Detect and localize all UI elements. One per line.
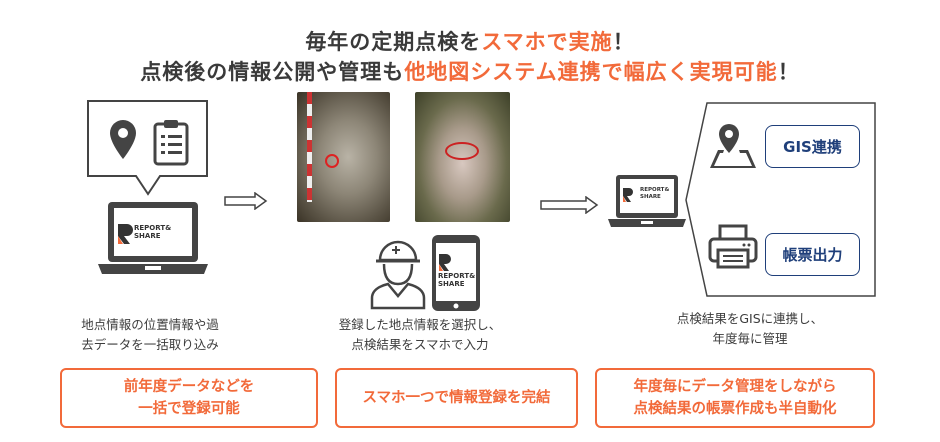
inspection-photo-1 xyxy=(297,92,390,222)
brand-logo: REPORT&SHARE xyxy=(134,224,172,240)
step3-highlight-box: 年度毎にデータ管理をしながら点検結果の帳票作成も半自動化 xyxy=(595,368,875,428)
location-pin-icon xyxy=(110,120,136,159)
brand-logo: REPORT&SHARE xyxy=(640,187,670,200)
step1-caption: 地点情報の位置情報や過去データを一括取り込み xyxy=(81,317,219,352)
inspection-photo-2 xyxy=(415,92,510,222)
step3-caption: 点検結果をGISに連携し、年度毎に管理 xyxy=(676,311,824,346)
report-output-label: 帳票出力 xyxy=(765,233,860,276)
gis-integration-label: GIS連携 xyxy=(765,125,860,168)
step2-caption: 登録した地点情報を選択し、点検結果をスマホで入力 xyxy=(338,317,502,352)
map-pin-icon xyxy=(710,124,756,168)
title-line-2: 点検後の情報公開や管理も他地図システム連携で幅広く実現可能！ xyxy=(0,56,940,86)
worker-icon xyxy=(370,240,426,310)
arrow-right-icon xyxy=(540,196,599,214)
title-text: ！ xyxy=(777,60,800,84)
smartphone-icon xyxy=(432,235,480,311)
step1-highlight-box: 前年度データなどを一括で登録可能 xyxy=(60,368,318,428)
title-line-1: 毎年の定期点検をスマホで実施！ xyxy=(0,26,940,56)
step2-highlight-box: スマホ一つで情報登録を完結 xyxy=(335,368,578,428)
laptop-icon xyxy=(608,175,686,227)
brand-logo: REPORT&SHARE xyxy=(438,272,476,288)
title-highlight: スマホで実施 xyxy=(481,30,613,54)
laptop-icon xyxy=(98,202,208,274)
title-text: ！ xyxy=(612,30,635,54)
clipboard-icon xyxy=(153,120,189,166)
import-bubble xyxy=(87,100,208,196)
printer-icon xyxy=(708,224,758,269)
title-text: 毎年の定期点検を xyxy=(305,30,482,54)
arrow-right-icon xyxy=(224,192,268,210)
title-highlight: 他地図システム連携で幅広く実現可能 xyxy=(404,60,778,84)
title-text: 点検後の情報公開や管理も xyxy=(140,60,405,84)
